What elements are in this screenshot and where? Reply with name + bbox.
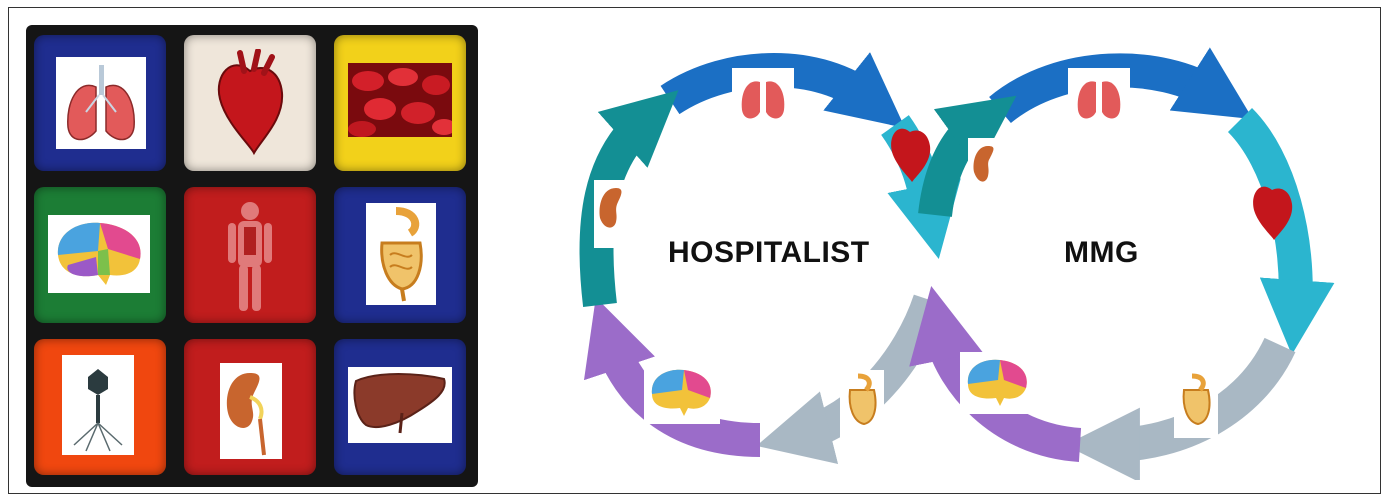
organ-cube xyxy=(26,25,478,487)
loop-kidney-icon-right xyxy=(968,138,1010,200)
loop-heart-icon-left xyxy=(891,128,931,182)
tile-intestines xyxy=(334,187,466,323)
blood-cells-icon xyxy=(348,63,452,137)
lungs-card xyxy=(56,57,146,149)
cycle-diagram xyxy=(579,47,1335,480)
tile-blood-cells xyxy=(334,35,466,171)
intestines-card xyxy=(366,203,436,305)
kidney-icon xyxy=(226,373,266,456)
mmg-label: MMG xyxy=(1064,236,1139,269)
liver-icon xyxy=(353,373,446,434)
loop-icons xyxy=(594,68,1293,438)
loop-lungs-icon-left xyxy=(732,68,794,130)
virus-card xyxy=(62,355,134,455)
hospitalist-label: HOSPITALIST xyxy=(668,236,870,269)
loop-heart-icon-right xyxy=(1253,186,1293,240)
intestines-icon xyxy=(380,207,423,302)
loop-intestines-icon-left xyxy=(840,370,884,438)
loop-lungs-icon-right xyxy=(1068,68,1130,130)
brain-icon xyxy=(57,222,141,285)
loop-kidney-icon-left xyxy=(594,180,640,248)
tile-brain xyxy=(34,187,166,323)
loop-brain-icon-left xyxy=(644,362,720,424)
heart-icon xyxy=(217,49,284,156)
body-anatomy-icon xyxy=(228,202,272,311)
virus-icon xyxy=(73,369,123,452)
loop-brain-icon-right xyxy=(960,352,1036,414)
kidney-card xyxy=(220,363,282,459)
tile-body-anatomy xyxy=(184,187,316,323)
tile-virus xyxy=(34,339,166,475)
tile-lungs xyxy=(34,35,166,171)
brain-card xyxy=(48,215,150,293)
tile-heart xyxy=(184,35,316,171)
arrow-kidney-right xyxy=(918,95,1017,218)
tile-kidney xyxy=(184,339,316,475)
lungs-icon xyxy=(67,65,135,141)
tile-liver xyxy=(334,339,466,475)
loop-intestines-icon-right xyxy=(1174,370,1218,438)
liver-card xyxy=(348,367,452,443)
